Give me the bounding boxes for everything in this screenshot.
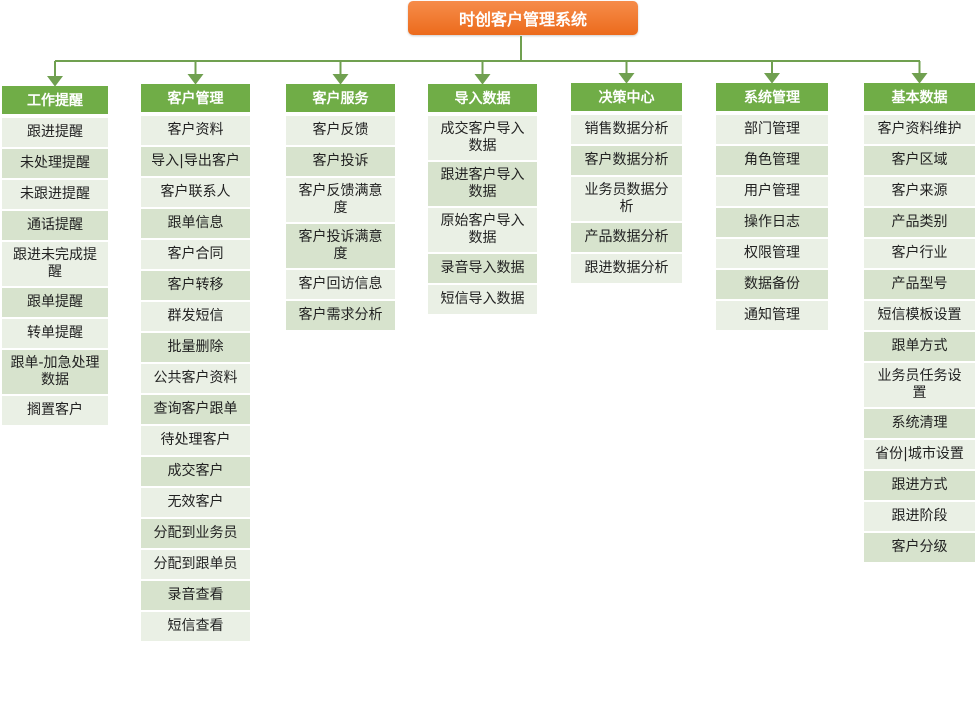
list-item: 用户管理 <box>716 177 828 206</box>
list-item: 转单提醒 <box>2 319 108 348</box>
list-item: 客户区域 <box>864 146 975 175</box>
column-header: 决策中心 <box>571 83 682 111</box>
list-item: 跟单信息 <box>141 209 250 238</box>
list-item: 通知管理 <box>716 301 828 330</box>
list-item: 批量删除 <box>141 333 250 362</box>
list-item: 通话提醒 <box>2 211 108 240</box>
column-header: 导入数据 <box>428 84 537 112</box>
list-item: 短信模板设置 <box>864 301 975 330</box>
list-item: 跟进未完成提醒 <box>2 242 108 286</box>
list-item: 无效客户 <box>141 488 250 517</box>
column-2: 客户管理客户资料导入|导出客户客户联系人跟单信息客户合同客户转移群发短信批量删除… <box>141 84 250 641</box>
list-item: 公共客户资料 <box>141 364 250 393</box>
list-item: 跟进数据分析 <box>571 254 682 283</box>
column-7: 基本数据客户资料维护客户区域客户来源产品类别客户行业产品型号短信模板设置跟单方式… <box>864 83 975 562</box>
list-item: 客户资料 <box>141 116 250 145</box>
list-item: 录音查看 <box>141 581 250 610</box>
list-item: 原始客户导入数据 <box>428 208 537 252</box>
list-item: 分配到业务员 <box>141 519 250 548</box>
list-item: 分配到跟单员 <box>141 550 250 579</box>
column-header: 客户管理 <box>141 84 250 112</box>
list-item: 查询客户跟单 <box>141 395 250 424</box>
list-item: 操作日志 <box>716 208 828 237</box>
list-item: 未处理提醒 <box>2 149 108 178</box>
list-item: 客户需求分析 <box>286 301 395 330</box>
arrow-down-icon <box>47 76 63 87</box>
column-items: 客户反馈客户投诉客户反馈满意度客户投诉满意度客户回访信息客户需求分析 <box>286 116 395 330</box>
connector-lines <box>47 36 928 87</box>
list-item: 客户反馈满意度 <box>286 178 395 222</box>
arrow-down-icon <box>474 74 491 85</box>
list-item: 产品型号 <box>864 270 975 299</box>
column-5: 决策中心销售数据分析客户数据分析业务员数据分析产品数据分析跟进数据分析 <box>571 83 682 283</box>
list-item: 跟进客户导入数据 <box>428 162 537 206</box>
list-item: 群发短信 <box>141 302 250 331</box>
arrow-down-icon <box>911 73 928 84</box>
arrow-down-icon <box>618 73 635 84</box>
list-item: 数据备份 <box>716 270 828 299</box>
column-items: 销售数据分析客户数据分析业务员数据分析产品数据分析跟进数据分析 <box>571 115 682 283</box>
list-item: 产品类别 <box>864 208 975 237</box>
arrow-down-icon <box>764 73 780 84</box>
list-item: 客户资料维护 <box>864 115 975 144</box>
list-item: 客户数据分析 <box>571 146 682 175</box>
list-item: 搁置客户 <box>2 396 108 425</box>
list-item: 系统清理 <box>864 409 975 438</box>
arrow-down-icon <box>187 74 204 85</box>
column-items: 跟进提醒未处理提醒未跟进提醒通话提醒跟进未完成提醒跟单提醒转单提醒跟单-加急处理… <box>2 118 108 425</box>
column-header: 客户服务 <box>286 84 395 112</box>
list-item: 客户合同 <box>141 240 250 269</box>
list-item: 业务员数据分析 <box>571 177 682 221</box>
list-item: 客户分级 <box>864 533 975 562</box>
list-item: 跟单提醒 <box>2 288 108 317</box>
list-item: 跟进方式 <box>864 471 975 500</box>
list-item: 客户来源 <box>864 177 975 206</box>
list-item: 跟单方式 <box>864 332 975 361</box>
list-item: 客户投诉 <box>286 147 395 176</box>
list-item: 录音导入数据 <box>428 254 537 283</box>
list-item: 部门管理 <box>716 115 828 144</box>
list-item: 待处理客户 <box>141 426 250 455</box>
list-item: 导入|导出客户 <box>141 147 250 176</box>
list-item: 成交客户 <box>141 457 250 486</box>
list-item: 跟进提醒 <box>2 118 108 147</box>
list-item: 角色管理 <box>716 146 828 175</box>
column-3: 客户服务客户反馈客户投诉客户反馈满意度客户投诉满意度客户回访信息客户需求分析 <box>286 84 395 330</box>
column-header: 系统管理 <box>716 83 828 111</box>
list-item: 客户投诉满意度 <box>286 224 395 268</box>
list-item: 客户回访信息 <box>286 270 395 299</box>
column-items: 成交客户导入数据跟进客户导入数据原始客户导入数据录音导入数据短信导入数据 <box>428 116 537 314</box>
column-items: 客户资料导入|导出客户客户联系人跟单信息客户合同客户转移群发短信批量删除公共客户… <box>141 116 250 641</box>
root-node-title: 时创客户管理系统 <box>408 1 638 35</box>
list-item: 业务员任务设置 <box>864 363 975 407</box>
list-item: 产品数据分析 <box>571 223 682 252</box>
list-item: 客户行业 <box>864 239 975 268</box>
list-item: 成交客户导入数据 <box>428 116 537 160</box>
list-item: 销售数据分析 <box>571 115 682 144</box>
column-items: 客户资料维护客户区域客户来源产品类别客户行业产品型号短信模板设置跟单方式业务员任… <box>864 115 975 562</box>
list-item: 客户转移 <box>141 271 250 300</box>
list-item: 短信导入数据 <box>428 285 537 314</box>
list-item: 权限管理 <box>716 239 828 268</box>
list-item: 客户联系人 <box>141 178 250 207</box>
list-item: 客户反馈 <box>286 116 395 145</box>
list-item: 省份|城市设置 <box>864 440 975 469</box>
list-item: 跟进阶段 <box>864 502 975 531</box>
list-item: 未跟进提醒 <box>2 180 108 209</box>
column-header: 工作提醒 <box>2 86 108 114</box>
column-6: 系统管理部门管理角色管理用户管理操作日志权限管理数据备份通知管理 <box>716 83 828 330</box>
arrow-down-icon <box>332 74 349 85</box>
column-1: 工作提醒跟进提醒未处理提醒未跟进提醒通话提醒跟进未完成提醒跟单提醒转单提醒跟单-… <box>2 86 108 425</box>
column-items: 部门管理角色管理用户管理操作日志权限管理数据备份通知管理 <box>716 115 828 330</box>
column-header: 基本数据 <box>864 83 975 111</box>
list-item: 跟单-加急处理数据 <box>2 350 108 394</box>
list-item: 短信查看 <box>141 612 250 641</box>
column-4: 导入数据成交客户导入数据跟进客户导入数据原始客户导入数据录音导入数据短信导入数据 <box>428 84 537 314</box>
